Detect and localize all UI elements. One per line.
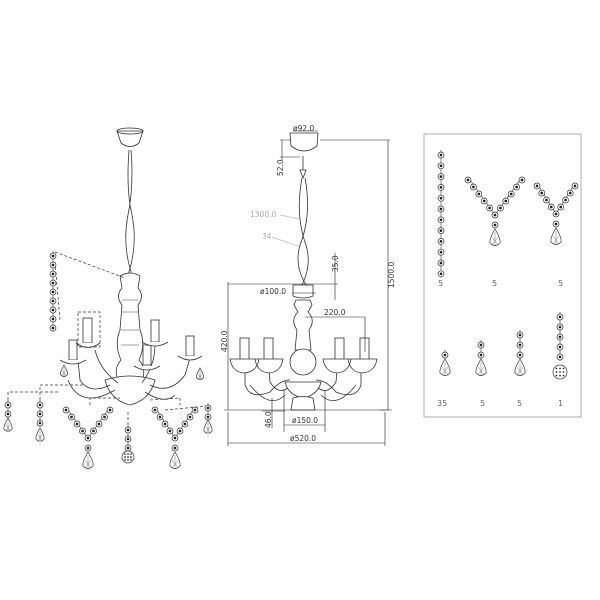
- left-crystal-strands: [3, 251, 213, 469]
- left-bead-strand: [49, 251, 57, 332]
- ceiling-canopy: [289, 132, 319, 152]
- v-swag: [151, 406, 199, 469]
- part-v-swag-long: [464, 176, 526, 246]
- part-count-7: 1: [558, 399, 563, 408]
- part-count-4: 35: [437, 399, 447, 408]
- detail-callout: [77, 311, 101, 348]
- left-drop-1: [3, 400, 13, 432]
- chain-ref-label: 34: [262, 232, 272, 241]
- v-swag: [62, 406, 114, 469]
- left-swag-2: [151, 406, 199, 469]
- total-height-label: 1500.0: [387, 262, 396, 288]
- canopy-diameter-label: ø92.0: [293, 124, 315, 133]
- part-count-3: 5: [558, 279, 563, 288]
- crystal-parts-panel: 5 5 5 35 5 5 1: [423, 133, 582, 418]
- canopy-height-label: 52.0: [276, 159, 285, 176]
- chain: [297, 156, 309, 286]
- left-drop-2: [35, 400, 45, 442]
- dimension-lines: [224, 130, 392, 446]
- overall-diameter-label: ø520.0: [290, 434, 316, 443]
- cup-height-label: 35.0: [331, 255, 340, 272]
- part-count-2: 5: [492, 279, 497, 288]
- bowl-diameter-label: ø150.0: [292, 416, 318, 425]
- cup-diameter-label: ø100.0: [260, 287, 286, 296]
- arms: [244, 369, 362, 402]
- arm-reach-label: 220.0: [324, 308, 346, 317]
- cup: [292, 284, 314, 299]
- parts-panel-border: [423, 133, 582, 418]
- body-column: [293, 299, 313, 351]
- elevation-view: ø92.0 52.0 1300.0 34 35.0 ø100.0 220.0 4…: [220, 124, 396, 446]
- body-height-label: 420.0: [220, 330, 229, 352]
- part-single-drop: [439, 350, 451, 376]
- part-drop-strand-2: [475, 340, 487, 376]
- body-column: [115, 272, 145, 386]
- part-v-swag-short: [533, 182, 579, 245]
- candles: [229, 337, 378, 374]
- left-drop-4: [60, 364, 204, 380]
- part-bead-strand: [437, 150, 445, 278]
- ceiling-canopy: [116, 130, 144, 147]
- bowl: [284, 381, 322, 399]
- bowl-height-label: 46.0: [264, 411, 273, 428]
- part-count-6: 5: [517, 399, 522, 408]
- chain: [125, 149, 135, 276]
- candles: [59, 317, 203, 371]
- left-swag-1: [62, 406, 114, 469]
- bowl: [104, 375, 156, 406]
- left-drop-3: [203, 403, 213, 434]
- leader-lines: [7, 251, 209, 425]
- left-ball-strand: [121, 425, 135, 464]
- part-count-1: 5: [438, 279, 443, 288]
- arms: [67, 344, 191, 400]
- part-count-5: 5: [480, 399, 485, 408]
- chain-length-label: 1300.0: [250, 210, 276, 219]
- ball: [289, 348, 317, 376]
- perspective-view: [3, 127, 213, 469]
- part-drop-strand-3: [514, 330, 526, 376]
- part-ball-strand: [552, 312, 568, 380]
